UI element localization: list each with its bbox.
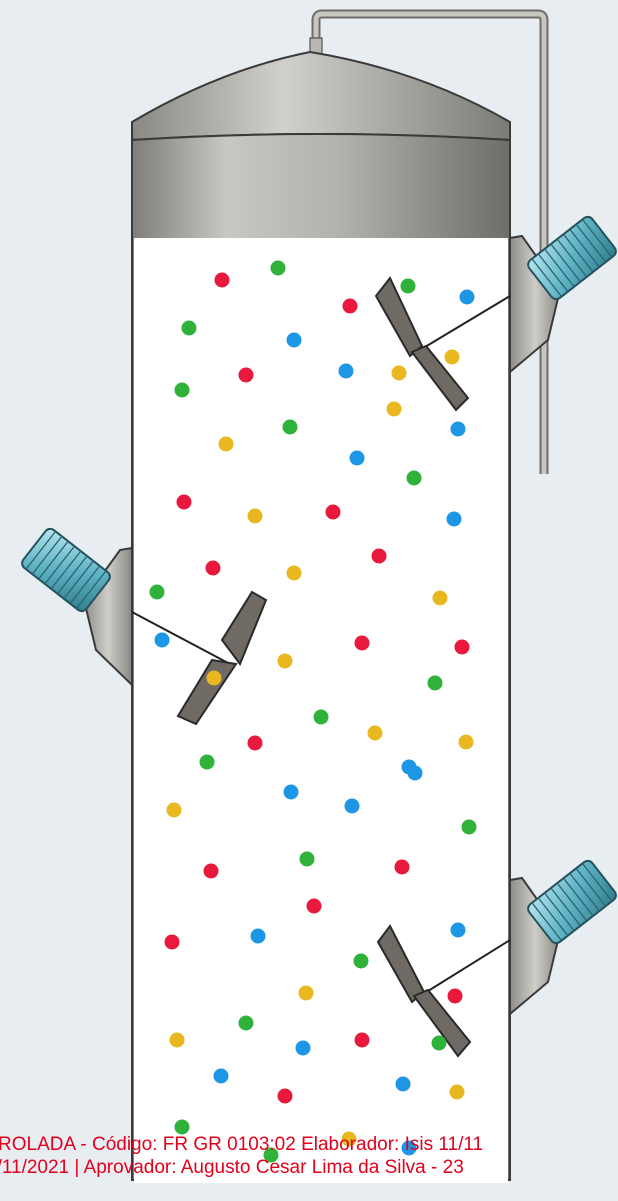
particle-dot-icon — [248, 736, 263, 751]
particle-dot-icon — [207, 671, 222, 686]
particle-dot-icon — [283, 420, 298, 435]
particle-dot-icon — [170, 1033, 185, 1048]
particle-dot-icon — [219, 437, 234, 452]
particle-dot-icon — [278, 1089, 293, 1104]
particle-dot-icon — [239, 368, 254, 383]
particle-dot-icon — [462, 820, 477, 835]
particle-dot-icon — [182, 321, 197, 336]
particle-dot-icon — [445, 350, 460, 365]
particle-dot-icon — [368, 726, 383, 741]
particle-dot-icon — [215, 273, 230, 288]
particle-dot-icon — [206, 561, 221, 576]
particle-dot-icon — [451, 422, 466, 437]
particle-dot-icon — [432, 1036, 447, 1051]
particle-dot-icon — [339, 364, 354, 379]
particle-dot-icon — [448, 989, 463, 1004]
particle-dot-icon — [150, 585, 165, 600]
particle-dot-icon — [165, 935, 180, 950]
particle-dot-icon — [314, 710, 329, 725]
particle-dot-icon — [396, 1077, 411, 1092]
particle-dot-icon — [200, 755, 215, 770]
particle-dot-icon — [372, 549, 387, 564]
particle-dot-icon — [287, 333, 302, 348]
particle-dot-icon — [345, 799, 360, 814]
particle-dot-icon — [155, 633, 170, 648]
particle-dot-icon — [447, 512, 462, 527]
particle-dot-icon — [392, 366, 407, 381]
particle-dot-icon — [167, 803, 182, 818]
particle-dot-icon — [284, 785, 299, 800]
particle-dot-icon — [343, 299, 358, 314]
particle-dot-icon — [355, 1033, 370, 1048]
particle-dot-icon — [239, 1016, 254, 1031]
particle-dot-icon — [204, 864, 219, 879]
particle-dot-icon — [177, 495, 192, 510]
footer-approval-line: 1/11/2021 | Aprovador: Augusto Cesar Lim… — [0, 1157, 604, 1179]
particle-dot-icon — [175, 1120, 190, 1135]
particle-dot-icon — [428, 676, 443, 691]
particle-dot-icon — [355, 636, 370, 651]
particle-dot-icon — [451, 923, 466, 938]
particle-dot-icon — [278, 654, 293, 669]
particle-dot-icon — [401, 279, 416, 294]
particle-dot-icon — [214, 1069, 229, 1084]
particle-dot-icon — [450, 1085, 465, 1100]
particle-dot-icon — [307, 899, 322, 914]
particle-dot-icon — [460, 290, 475, 305]
particle-dot-icon — [387, 402, 402, 417]
particle-dot-icon — [296, 1041, 311, 1056]
vessel-dome — [132, 52, 510, 140]
particle-dot-icon — [251, 929, 266, 944]
particle-dot-icon — [408, 766, 423, 781]
particle-dot-icon — [407, 471, 422, 486]
particle-dot-icon — [395, 860, 410, 875]
particle-dot-icon — [326, 505, 341, 520]
particle-dot-icon — [433, 591, 448, 606]
particle-dot-icon — [354, 954, 369, 969]
particle-dot-icon — [459, 735, 474, 750]
particle-dot-icon — [300, 852, 315, 867]
particle-dot-icon — [350, 451, 365, 466]
particle-dot-icon — [248, 509, 263, 524]
particle-dot-icon — [175, 383, 190, 398]
footer-controlled-copy-line: ROLADA - Código: FR GR 0103:02 Elaborado… — [0, 1134, 616, 1156]
particle-dot-icon — [299, 986, 314, 1001]
particle-dot-icon — [455, 640, 470, 655]
particle-dot-icon — [287, 566, 302, 581]
particle-dot-icon — [271, 261, 286, 276]
